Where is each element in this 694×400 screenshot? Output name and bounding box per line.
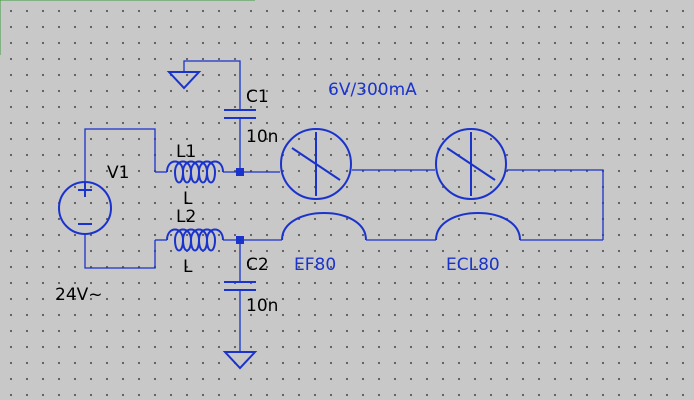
lamp-rating-label: 6V/300mA (328, 80, 417, 100)
l2-name-label: L2 (176, 207, 196, 227)
l2-value-label: L (183, 257, 193, 277)
capacitor-c1[interactable] (224, 109, 256, 172)
wire-top-branch (240, 169, 604, 240)
c1-value-label: 10n (246, 127, 278, 147)
capacitor-c2[interactable] (224, 240, 256, 352)
inductor-l2[interactable] (155, 228, 240, 252)
tube-heater-ef80[interactable] (281, 212, 367, 241)
c2-name-label: C2 (246, 255, 269, 275)
ground-symbol-bottom (222, 351, 258, 370)
tube1-label: EF80 (294, 255, 336, 275)
canvas-corner-mark (0, 0, 255, 55)
v1-name-label: V1 (107, 163, 129, 183)
tube2-label: ECL80 (446, 255, 500, 275)
tube-heater-ecl80[interactable] (435, 212, 521, 241)
lamp-1[interactable] (280, 128, 352, 200)
v1-value-label: 24V~ (55, 285, 103, 305)
lamp-2[interactable] (435, 128, 507, 200)
voltage-source-v1[interactable] (58, 128, 156, 269)
ground-symbol-top (166, 60, 241, 110)
inductor-l1[interactable] (155, 160, 240, 184)
l1-name-label: L1 (176, 142, 196, 162)
l1-value-label: L (183, 189, 193, 209)
c2-value-label: 10n (246, 296, 278, 316)
c1-name-label: C1 (246, 87, 269, 107)
